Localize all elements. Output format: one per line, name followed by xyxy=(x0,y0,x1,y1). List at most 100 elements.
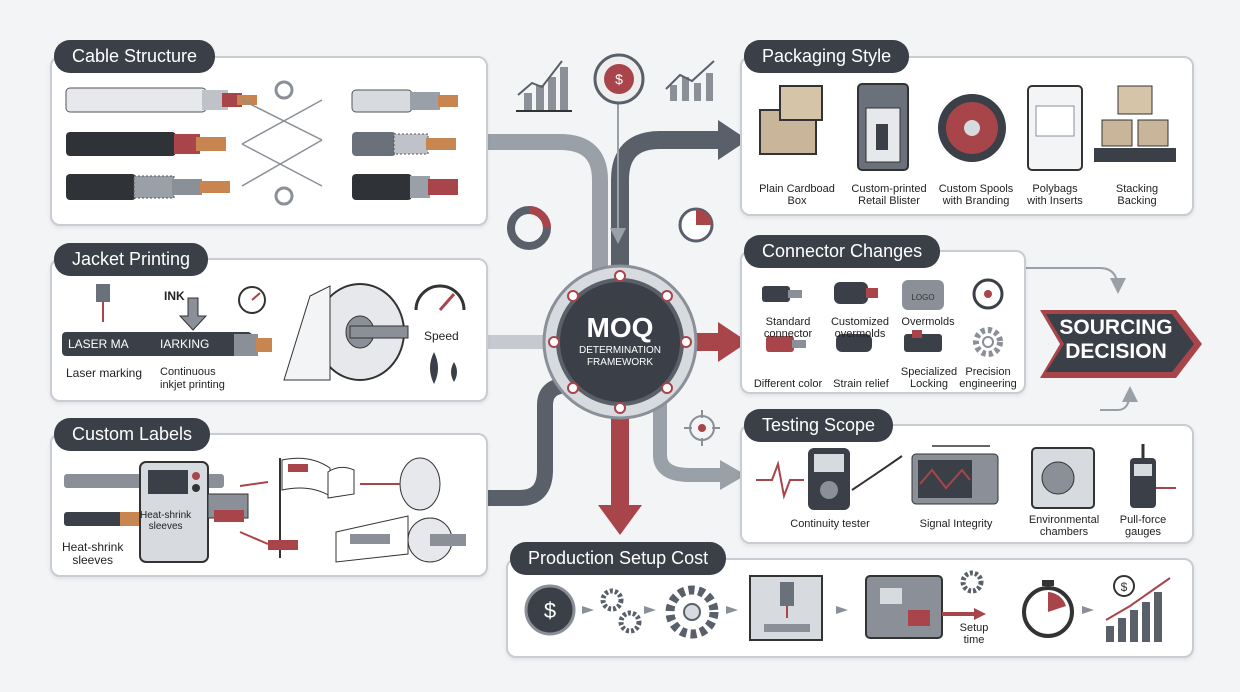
environmental-chamber-icon xyxy=(1031,447,1095,509)
connector-changes-title: Connector Changes xyxy=(744,235,941,268)
connector-label-6-line-2: Locking xyxy=(910,378,948,390)
pie-chart-icon xyxy=(678,207,714,243)
connector-label-1-line-1: Standard xyxy=(765,316,811,328)
package-label-1-line-1: Plain Cardboad xyxy=(759,183,835,195)
connector-label-2-line-2: overmolds xyxy=(834,328,886,340)
cable-5 xyxy=(352,132,456,156)
test-label-3-line-2: chambers xyxy=(1039,526,1089,538)
package-label-1-line-2: Box xyxy=(787,195,807,207)
stacked-boxes-icon xyxy=(1094,85,1176,162)
logo-text: LOGO xyxy=(911,293,934,302)
package-label-3-line-1: Custom Spools xyxy=(938,183,1014,195)
heat-shrink-label-line-1: Heat-shrink xyxy=(62,540,124,554)
small-gears-icon xyxy=(600,588,642,634)
package-label-2-line-1: Custom-printed xyxy=(851,183,927,195)
hub-subtitle-line-1: DETERMINATION xyxy=(578,345,662,356)
cost-dial-icon: $ xyxy=(593,53,645,105)
speed-label: Speed xyxy=(424,329,459,343)
logo-connector-icon: LOGO xyxy=(902,280,944,310)
connector-changes-panel xyxy=(740,250,1026,394)
usb-connector-icon xyxy=(762,286,802,302)
rising-cost-chart-icon: $ xyxy=(1105,575,1171,642)
connector-label-7-line-2: engineering xyxy=(959,378,1017,390)
connector-label-2-line-1: Customized xyxy=(830,316,890,328)
jacket-printing-panel xyxy=(50,258,488,402)
spool-icon xyxy=(938,94,1006,162)
package-label-5-line-1: Stacking xyxy=(1115,183,1159,195)
connector-illustrations: LOGO xyxy=(762,278,1004,357)
testing-illustrations xyxy=(756,444,1176,510)
svg-text:$: $ xyxy=(615,71,623,87)
svg-text:$: $ xyxy=(1121,580,1128,594)
cable-4 xyxy=(351,89,458,113)
strain-relief-icon xyxy=(836,334,872,352)
marking-text: IARKING xyxy=(160,337,210,351)
multimeter-icon xyxy=(808,448,850,510)
inkjet-label-line-1: Continuous xyxy=(160,366,216,378)
connector-label-3: Overmolds xyxy=(901,316,955,328)
cable-3 xyxy=(66,174,230,200)
connector-label-6-line-1: Specialized xyxy=(900,366,958,378)
blister-pack-icon xyxy=(857,83,909,171)
test-label-4-line-2: gauges xyxy=(1124,526,1162,538)
package-label-3-line-2: with Branding xyxy=(942,195,1010,207)
test-label-4-line-1: Pull-force xyxy=(1119,514,1167,526)
machine-label-line-2: sleeves xyxy=(148,521,183,532)
test-label-3-line-1: Environmental xyxy=(1028,514,1100,526)
laser-marking-label: Laser marking xyxy=(66,366,143,380)
ink-drops-icon xyxy=(430,352,457,384)
test-label-2: Signal Integrity xyxy=(919,518,993,530)
production-setup-illustrations: $ $ xyxy=(524,570,1171,642)
cable-1 xyxy=(65,87,257,113)
polybag-icon xyxy=(1027,85,1083,171)
hub-title: MOQ xyxy=(586,312,654,343)
heat-shrink-label-line-2: sleeves xyxy=(72,553,114,567)
package-label-5-line-2: Backing xyxy=(1117,195,1157,207)
mold-block-icon xyxy=(865,575,943,639)
precision-target-icon xyxy=(972,278,1004,310)
inkjet-label-line-2: inkjet printing xyxy=(160,379,225,391)
package-label-4-line-2: with Inserts xyxy=(1027,195,1083,207)
oscilloscope-icon xyxy=(911,453,999,505)
locking-connector-icon xyxy=(904,330,942,352)
decision-line-2: DECISION xyxy=(1065,340,1167,363)
overmold-connector-icon xyxy=(834,282,878,304)
stopwatch-icon xyxy=(1022,580,1074,638)
dollar-coin-icon: $ xyxy=(524,584,576,636)
connector-label-5: Strain relief xyxy=(833,378,889,390)
connector-label-4: Different color xyxy=(753,378,823,390)
setup-time-line-1: Setup xyxy=(959,622,989,634)
cardboard-box-icon xyxy=(759,85,823,155)
spool-illustration xyxy=(283,283,409,381)
laser-marking-illustration xyxy=(62,284,252,356)
cable-cross-sections-illustration xyxy=(65,80,458,206)
sourcing-decision-badge xyxy=(1040,310,1202,378)
setup-time-line-2: time xyxy=(963,634,985,646)
speed-gauge-icon xyxy=(414,284,466,311)
laser-marking-text: LASER MA xyxy=(68,337,129,351)
cable-2 xyxy=(66,132,226,156)
cable-structure-title: Cable Structure xyxy=(54,40,216,73)
packaging-style-title: Packaging Style xyxy=(744,40,910,73)
custom-labels-title: Custom Labels xyxy=(54,418,211,451)
testing-scope-title: Testing Scope xyxy=(744,409,894,442)
production-setup-title: Production Setup Cost xyxy=(510,542,727,575)
